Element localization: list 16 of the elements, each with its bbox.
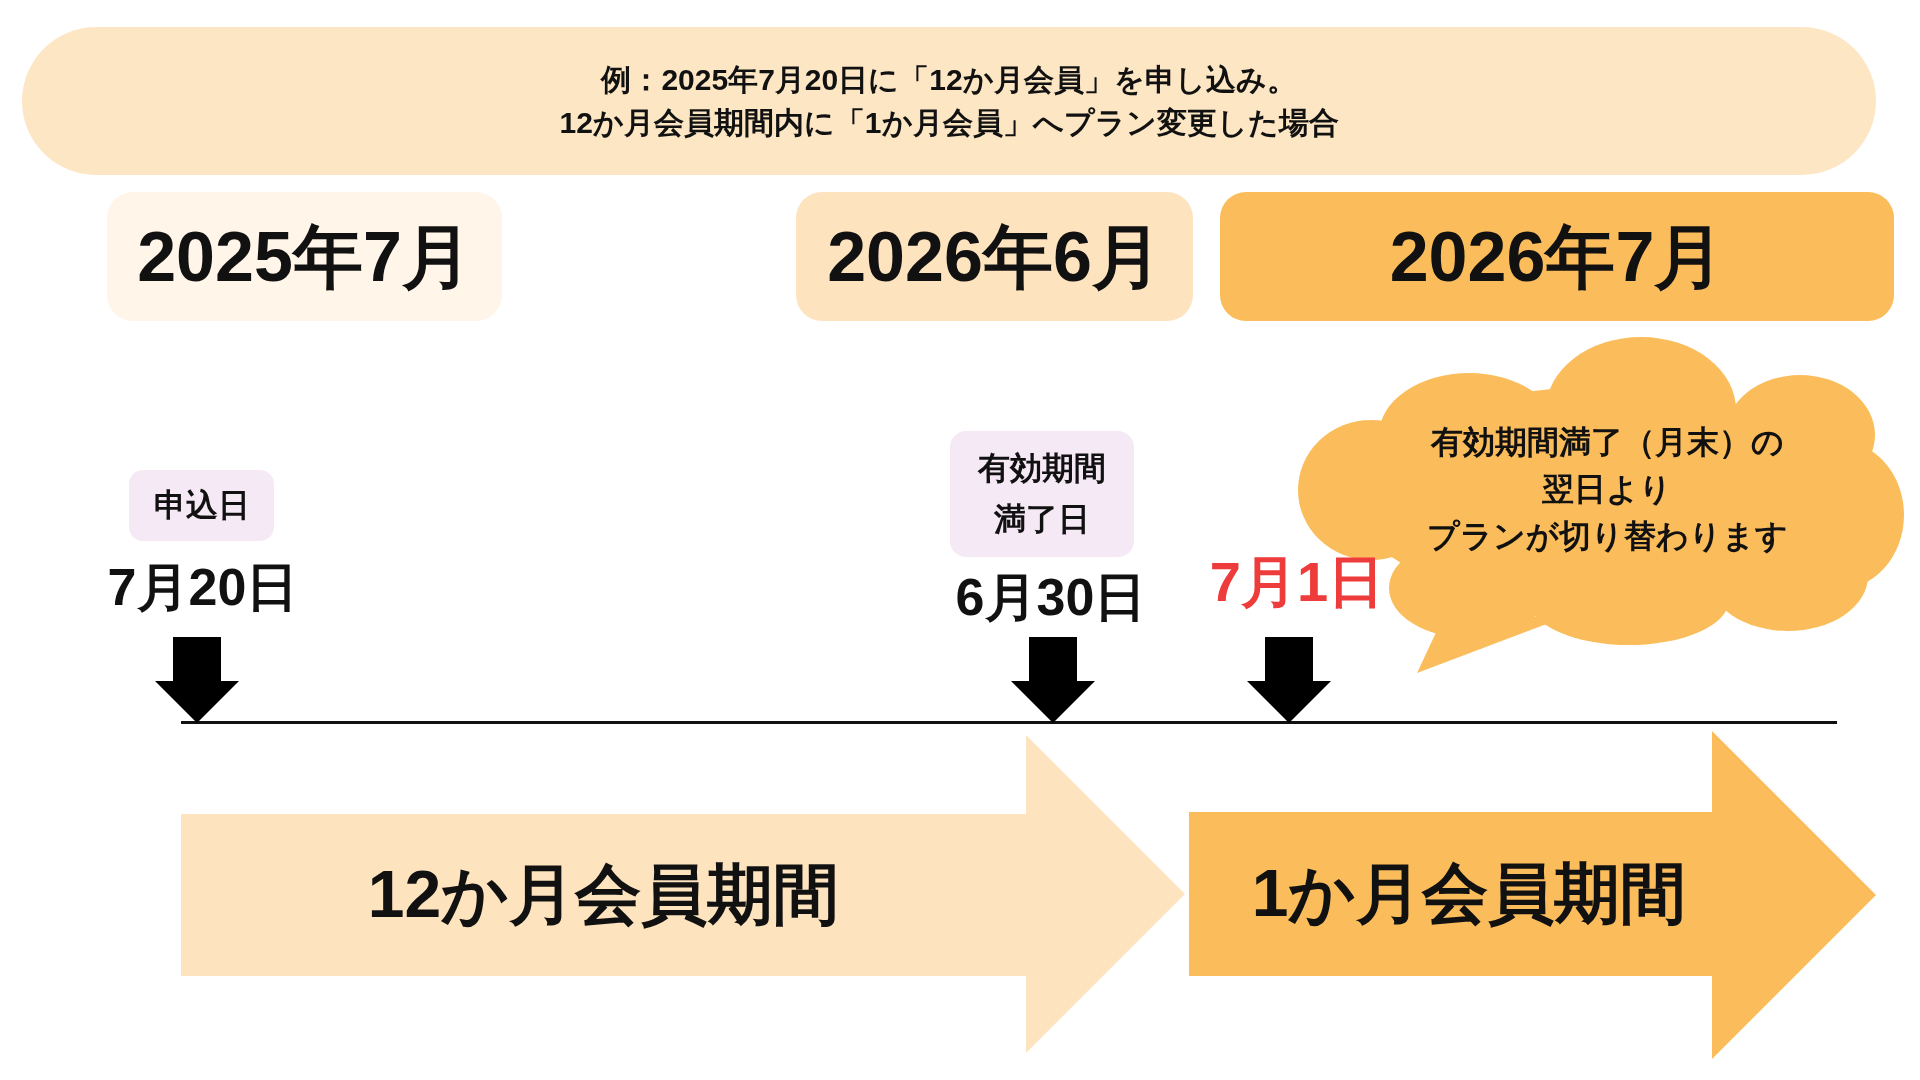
period-label: 12か月会員期間 [367,856,840,934]
event-tag: 有効期間満了日 [950,431,1134,557]
date-label: 6月30日 [955,568,1147,628]
month-heading: 2026年7月 [1220,192,1894,321]
callout-text: プランが切り替わります [1425,517,1789,557]
date-label: 7月1日 [1209,549,1385,615]
banner-text: 例：2025年7月20日に「12か月会員」を申し込み。 [601,61,1297,98]
banner-text: 12か月会員期間内に「1か月会員」へプラン変更した場合 [559,105,1339,141]
period-arrow [1189,731,1876,1059]
date-label: 7月20日 [107,558,299,618]
month-heading: 2025年7月 [107,192,502,321]
event-tag: 申込日 [129,470,274,541]
period-label: 1か月会員期間 [1251,855,1687,933]
callout-text: 有効期間満了（月末）の翌日より [1429,423,1785,510]
month-heading: 2026年6月 [796,192,1193,321]
period-arrow [181,735,1185,1053]
